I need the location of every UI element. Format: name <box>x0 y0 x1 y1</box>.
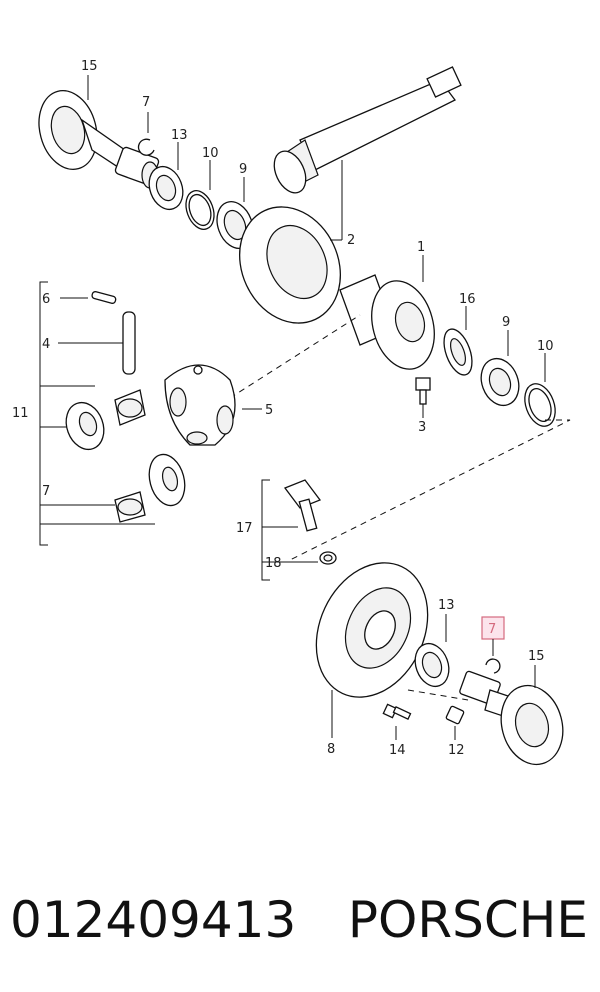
washer-18 <box>319 551 337 565</box>
callout-3: 3 <box>418 420 426 435</box>
callout-1: 1 <box>417 240 425 255</box>
part-number: 012409413 <box>10 891 297 949</box>
spider-housing <box>164 364 236 446</box>
callout-9-upper: 9 <box>239 162 247 177</box>
callout-12: 12 <box>448 743 465 758</box>
callout-4: 4 <box>42 337 50 352</box>
callout-18: 18 <box>265 556 282 571</box>
circlip-upper <box>137 138 155 156</box>
drive-flange-lower <box>459 670 564 766</box>
circlip-lower <box>485 658 501 674</box>
ring-16 <box>443 328 473 376</box>
callout-15-upper: 15 <box>81 59 98 74</box>
plug-12 <box>445 705 465 725</box>
seal-13-lower <box>414 642 450 688</box>
callout-7-highlighted: 7 <box>488 622 496 637</box>
brand-name: PORSCHE <box>347 891 588 949</box>
callout-13-upper: 13 <box>171 128 188 143</box>
footer: 012409413 PORSCHE <box>0 880 600 960</box>
callout-16: 16 <box>459 292 476 307</box>
bevel-gear-small-lower <box>114 491 146 523</box>
shim-10-right <box>524 383 556 427</box>
side-gear-lower <box>148 453 186 507</box>
callout-17: 17 <box>236 521 253 536</box>
callout-5: 5 <box>265 403 273 418</box>
differential-cover <box>315 562 429 698</box>
bearing-9-right <box>480 357 520 407</box>
callout-10-upper: 10 <box>202 146 219 161</box>
differential-housing <box>339 274 435 370</box>
drive-flange-upper <box>38 90 160 189</box>
callout-14: 14 <box>389 743 406 758</box>
callout-11: 11 <box>12 406 29 421</box>
callout-7-upper: 7 <box>142 95 150 110</box>
callout-8: 8 <box>327 742 335 757</box>
bolt-3 <box>415 377 431 405</box>
callout-2: 2 <box>347 233 355 248</box>
side-gear-left <box>65 401 105 451</box>
pinion-shaft <box>273 66 462 194</box>
shim-10-upper <box>185 190 215 230</box>
callout-7-lower-left: 7 <box>42 484 50 499</box>
callout-9-right: 9 <box>502 315 510 330</box>
shaft-4 <box>122 311 136 375</box>
speed-sensor <box>283 479 322 532</box>
callout-15-lower: 15 <box>528 649 545 664</box>
exploded-parts-diagram: 15 7 13 10 9 2 1 <box>12 59 571 766</box>
bolt-14 <box>382 703 412 720</box>
pin-6 <box>91 291 117 304</box>
ring-gear <box>238 206 342 324</box>
callout-13-lower: 13 <box>438 598 455 613</box>
seal-13-upper <box>148 165 184 211</box>
bevel-gear-small-upper <box>114 389 146 426</box>
callout-6: 6 <box>42 292 50 307</box>
callout-10-right: 10 <box>537 339 554 354</box>
